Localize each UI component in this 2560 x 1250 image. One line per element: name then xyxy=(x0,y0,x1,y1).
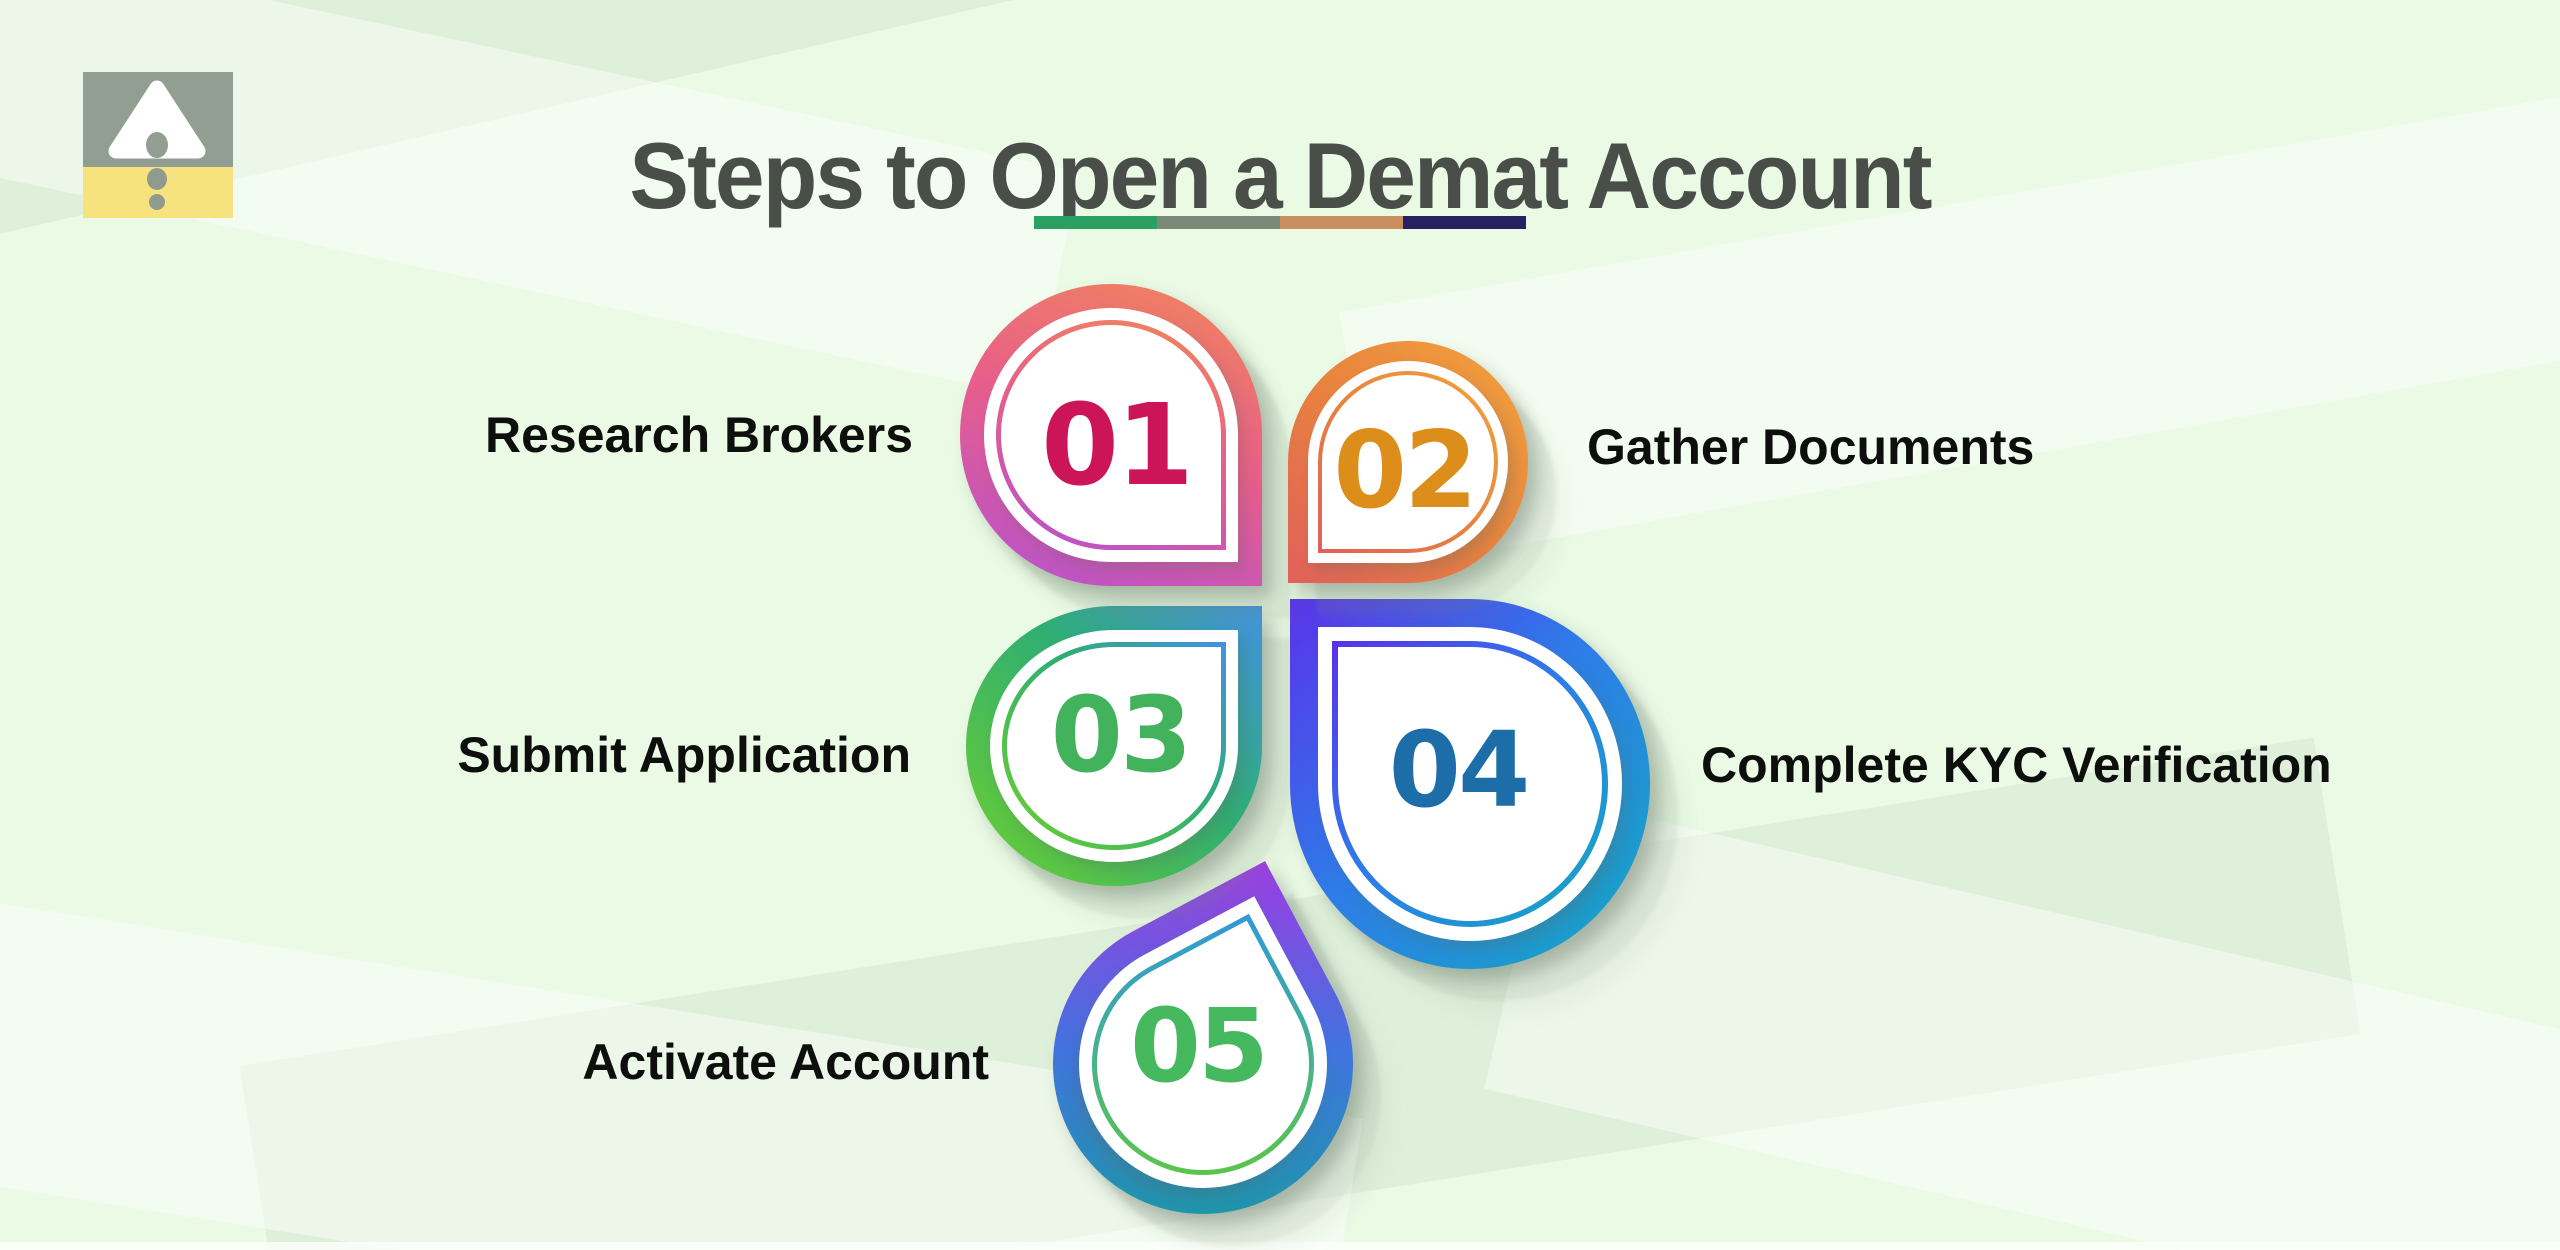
step-04-label: Complete KYC Verification xyxy=(1701,737,2332,793)
bottom-edge-strip xyxy=(0,1242,2560,1250)
page-title: Steps to Open a Demat Account xyxy=(629,122,1932,228)
divider-segment-gray xyxy=(1157,216,1280,229)
divider-segment-green xyxy=(1034,216,1157,229)
step-05-petal: 05 xyxy=(1000,861,1406,1250)
step-05-label: Activate Account xyxy=(582,1034,989,1090)
step-03-number: 03 xyxy=(1050,674,1193,796)
step-04-petal: 04 xyxy=(1290,599,1650,969)
step-02-label: Gather Documents xyxy=(1587,419,2035,475)
step-02-petal: 02 xyxy=(1288,341,1528,583)
step-05-number: 05 xyxy=(1130,986,1269,1106)
brand-logo xyxy=(83,72,233,218)
step-02-number: 02 xyxy=(1333,408,1478,532)
divider-segment-tan xyxy=(1280,216,1403,229)
step-04-number: 04 xyxy=(1388,709,1531,831)
step-03-label: Submit Application xyxy=(457,727,911,783)
title-divider xyxy=(1034,216,1526,229)
step-03-petal: 03 xyxy=(966,606,1262,886)
step-01-label: Research Brokers xyxy=(484,407,913,463)
triangle-exclamation-icon xyxy=(83,72,233,218)
divider-segment-navy xyxy=(1403,216,1526,229)
step-01-number: 01 xyxy=(1041,381,1194,511)
step-01-petal: 01 xyxy=(960,284,1262,586)
